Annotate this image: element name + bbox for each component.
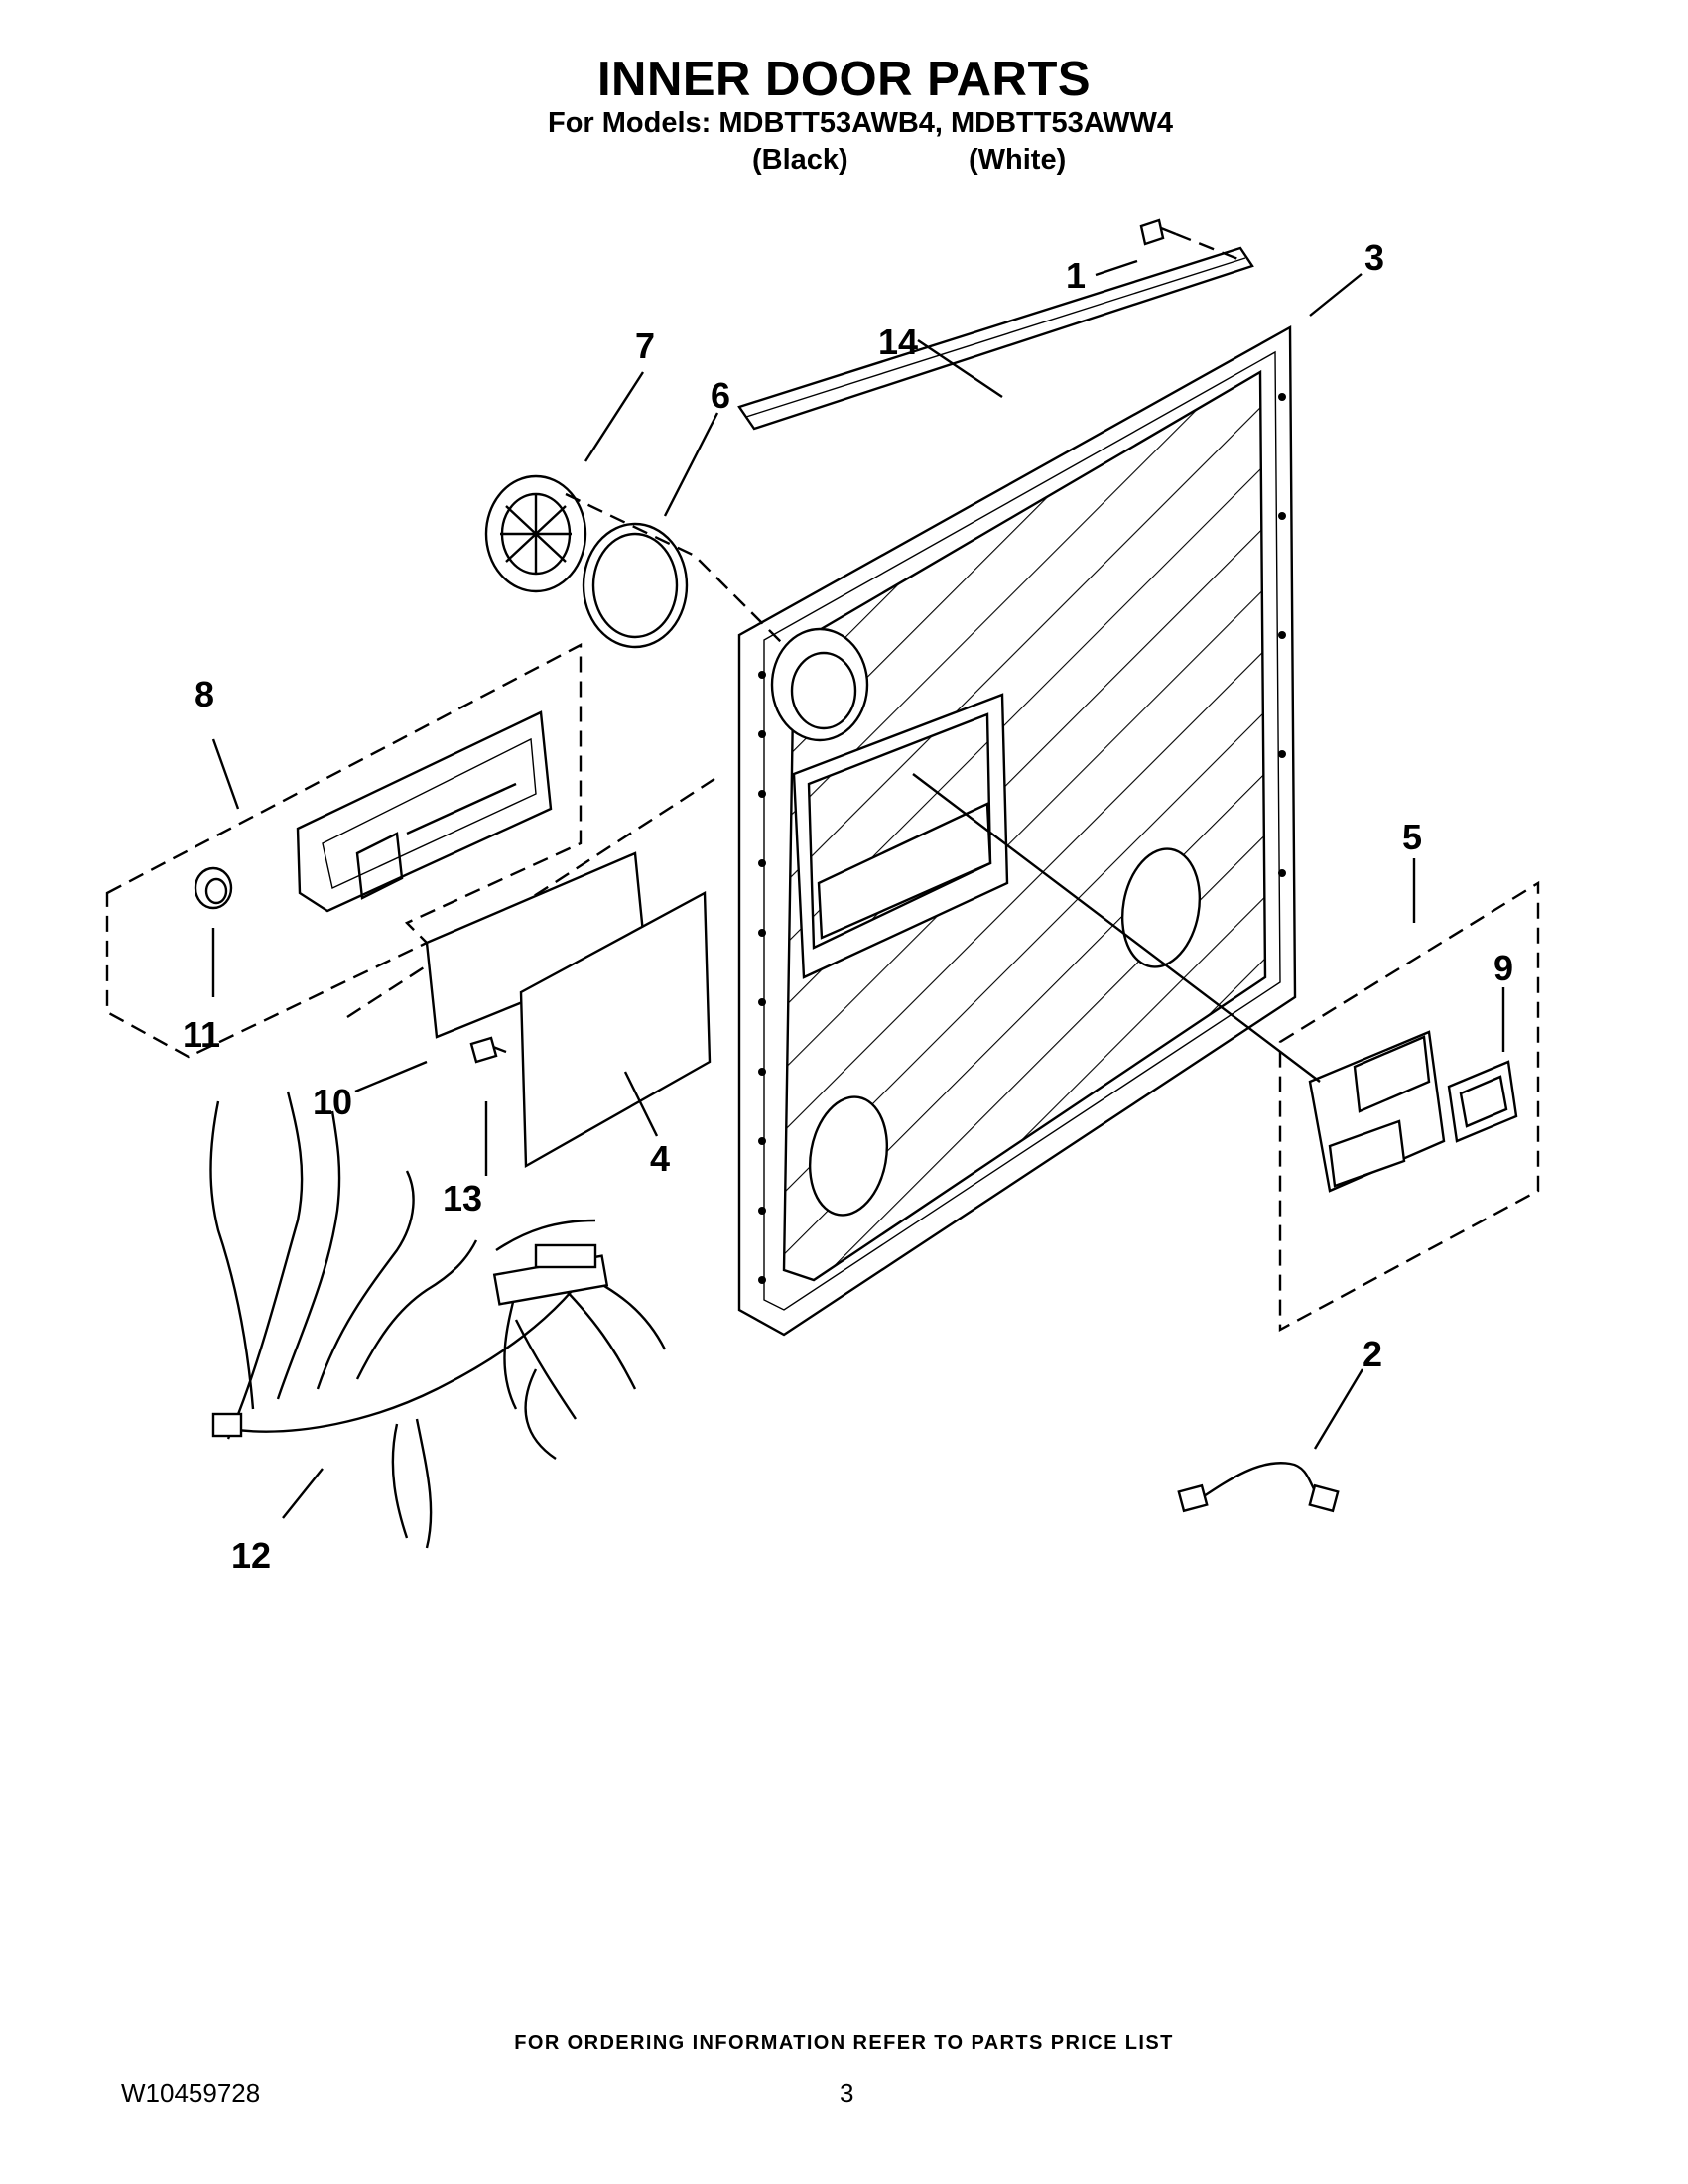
callout-3: 3 bbox=[1364, 237, 1384, 278]
callout-6: 6 bbox=[711, 375, 730, 416]
callout-9: 9 bbox=[1493, 948, 1513, 988]
callout-8: 8 bbox=[195, 674, 214, 714]
detergent-dispenser-group bbox=[912, 773, 1540, 1333]
leader-lines bbox=[211, 259, 1505, 1519]
model-color-black: (Black) bbox=[752, 144, 848, 176]
model-color-white: (White) bbox=[969, 144, 1067, 176]
document-number: W10459728 bbox=[121, 2078, 261, 2108]
callout-4: 4 bbox=[650, 1138, 670, 1179]
control-panel-group bbox=[346, 777, 715, 1169]
gasket-part bbox=[582, 522, 689, 649]
callout-5: 5 bbox=[1402, 817, 1422, 857]
seal-part-9 bbox=[1447, 1060, 1518, 1143]
dispenser-group bbox=[105, 643, 583, 1059]
callout-2: 2 bbox=[1363, 1334, 1382, 1374]
knob-part-11 bbox=[194, 866, 233, 910]
callout-13: 13 bbox=[443, 1178, 482, 1219]
callout-12: 12 bbox=[231, 1535, 271, 1576]
callout-14: 14 bbox=[878, 321, 918, 362]
inner-door-panel-part bbox=[737, 324, 1297, 1337]
top-trim-part bbox=[737, 246, 1254, 431]
ordering-note: FOR ORDERING INFORMATION REFER TO PARTS … bbox=[514, 2032, 1174, 2054]
page-number: 3 bbox=[840, 2078, 854, 2108]
vent-cover-part bbox=[484, 474, 587, 593]
callout-11: 11 bbox=[183, 1014, 220, 1055]
callout-10: 10 bbox=[313, 1082, 352, 1122]
sensor-cable-part bbox=[1177, 1462, 1340, 1513]
callout-7: 7 bbox=[635, 325, 655, 366]
callout-1: 1 bbox=[1066, 255, 1086, 296]
wire-harness-part bbox=[209, 1091, 667, 1549]
screw-part-13 bbox=[469, 1036, 507, 1064]
models-line: For Models: MDBTT53AWB4, MDBTT53AWW4 bbox=[548, 107, 1173, 139]
screw-part-1 bbox=[1139, 218, 1241, 262]
page-title: INNER DOOR PARTS bbox=[596, 53, 1092, 106]
